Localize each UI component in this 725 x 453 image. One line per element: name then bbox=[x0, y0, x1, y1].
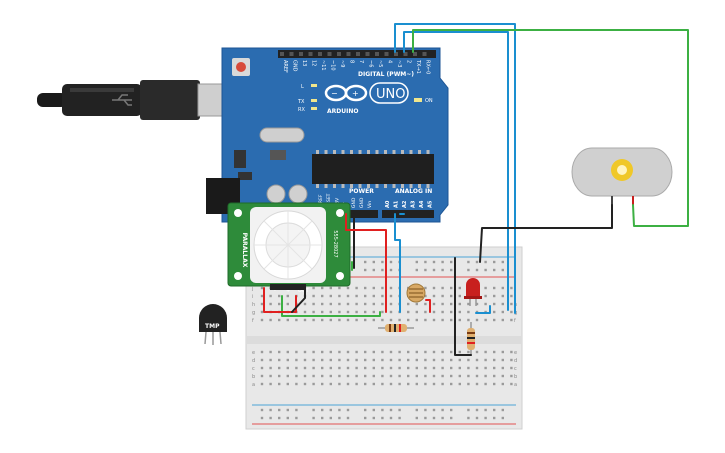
digital-pin-label: RX←0 bbox=[425, 60, 431, 74]
wire-red-5v bbox=[345, 213, 387, 313]
digital-pin-label: 7 bbox=[358, 60, 364, 63]
photoresistor bbox=[406, 283, 426, 303]
digital-pin-label: 13 bbox=[301, 60, 307, 66]
svg-text:−: − bbox=[331, 89, 338, 98]
analog-pin-label: A3 bbox=[411, 200, 417, 208]
digital-pin-label: TX→1 bbox=[415, 59, 421, 74]
row-letter: e bbox=[514, 350, 517, 356]
pir-pin-label: - bbox=[274, 288, 276, 294]
row-letter: c bbox=[252, 366, 255, 372]
analog-pin-label: A1 bbox=[394, 200, 400, 208]
analog-pin-label: A5 bbox=[428, 200, 434, 208]
row-letter: a bbox=[252, 382, 255, 388]
row-letter: i bbox=[252, 294, 253, 300]
row-letter: e bbox=[252, 350, 255, 356]
digital-pin-label: ~9 bbox=[339, 60, 345, 67]
temperature-sensor: TMP bbox=[199, 304, 227, 345]
digital-pin-label: ~10 bbox=[330, 60, 336, 71]
crystal-oscillator bbox=[259, 127, 305, 143]
wire-red-ldr bbox=[425, 299, 431, 313]
row-letter: h bbox=[252, 302, 255, 308]
digital-pin-label: AREF bbox=[282, 60, 288, 73]
reset-button[interactable] bbox=[236, 62, 246, 72]
wire-blue-pin5 bbox=[394, 23, 516, 314]
row-letter: b bbox=[514, 374, 517, 380]
digital-pin-label: GND bbox=[292, 60, 298, 72]
row-letter: j bbox=[251, 286, 253, 292]
resistor-horizontal bbox=[378, 324, 414, 332]
digital-pin-label: ~6 bbox=[368, 60, 374, 67]
led-rx-label: RX bbox=[298, 107, 305, 113]
row-letter: c bbox=[514, 366, 517, 372]
pir-pin-label: OUT bbox=[298, 288, 310, 294]
row-letter: a bbox=[514, 382, 517, 388]
pir-motion-sensor: PARALLAX 555-28027 - + OUT bbox=[227, 202, 351, 294]
wire-blue-a0 bbox=[394, 213, 401, 313]
arduino-logo-icon: − + bbox=[324, 84, 368, 102]
row-letter: f bbox=[252, 318, 254, 324]
microcontroller-chip bbox=[312, 154, 434, 184]
wire-blue-pin4 bbox=[403, 31, 509, 311]
analog-pin-label: A4 bbox=[419, 200, 425, 208]
wire-red-pir bbox=[263, 287, 297, 313]
analog-label: ANALOG IN bbox=[395, 188, 432, 195]
digital-pin-label: 4 bbox=[387, 60, 393, 63]
resistor-vertical bbox=[467, 322, 475, 356]
red-led bbox=[464, 278, 482, 306]
wire-black-motor bbox=[479, 204, 613, 263]
power-label: POWER bbox=[349, 188, 374, 195]
digital-label: DIGITAL (PWM~) bbox=[358, 71, 414, 78]
digital-pin-label: ~3 bbox=[396, 60, 402, 67]
board-model: UNO bbox=[376, 87, 405, 102]
analog-header bbox=[382, 210, 434, 218]
digital-pin-label: 2 bbox=[406, 60, 412, 63]
usb-icon bbox=[112, 94, 132, 106]
pir-part-number: 555-28027 bbox=[332, 230, 338, 257]
wire-black-pir bbox=[291, 287, 306, 313]
wire-green-pir bbox=[281, 295, 381, 317]
temp-sensor-label: TMP bbox=[205, 323, 220, 330]
dc-motor bbox=[571, 147, 673, 205]
board-brand: ARDUINO bbox=[327, 108, 358, 115]
led-on-label: ON bbox=[425, 98, 433, 104]
row-letter: d bbox=[514, 358, 517, 364]
row-letter: f bbox=[514, 318, 516, 324]
wires bbox=[263, 23, 689, 356]
digital-pin-label: 8 bbox=[349, 60, 355, 63]
row-letter: b bbox=[252, 374, 255, 380]
wire-black-resistor bbox=[454, 257, 472, 356]
row-letter: d bbox=[252, 358, 255, 364]
wire-green-motor bbox=[412, 29, 689, 227]
power-pin-label: GND bbox=[351, 197, 357, 208]
digital-pin-label: 12 bbox=[311, 60, 317, 66]
svg-text:+: + bbox=[352, 89, 359, 98]
led-tx-label: TX bbox=[297, 99, 305, 105]
pir-brand: PARALLAX bbox=[241, 233, 248, 268]
power-pin-label: RESET bbox=[326, 193, 332, 208]
digital-pin-label: ~5 bbox=[377, 60, 383, 67]
led-l-label: L bbox=[301, 84, 304, 90]
wire-blue-led bbox=[475, 305, 491, 314]
digital-pin-label: ~11 bbox=[320, 60, 326, 71]
power-pin-label: GND bbox=[359, 197, 365, 208]
power-pin-label: 3.3V bbox=[334, 197, 340, 208]
power-pin-label: Vin bbox=[367, 201, 373, 208]
row-letter: g bbox=[252, 310, 255, 316]
analog-pin-label: A0 bbox=[385, 200, 391, 208]
analog-pin-label: A2 bbox=[402, 200, 408, 208]
usb-cable bbox=[37, 80, 233, 120]
pir-pin-label: + bbox=[286, 288, 290, 294]
power-pin-label: IOREF bbox=[318, 194, 324, 208]
